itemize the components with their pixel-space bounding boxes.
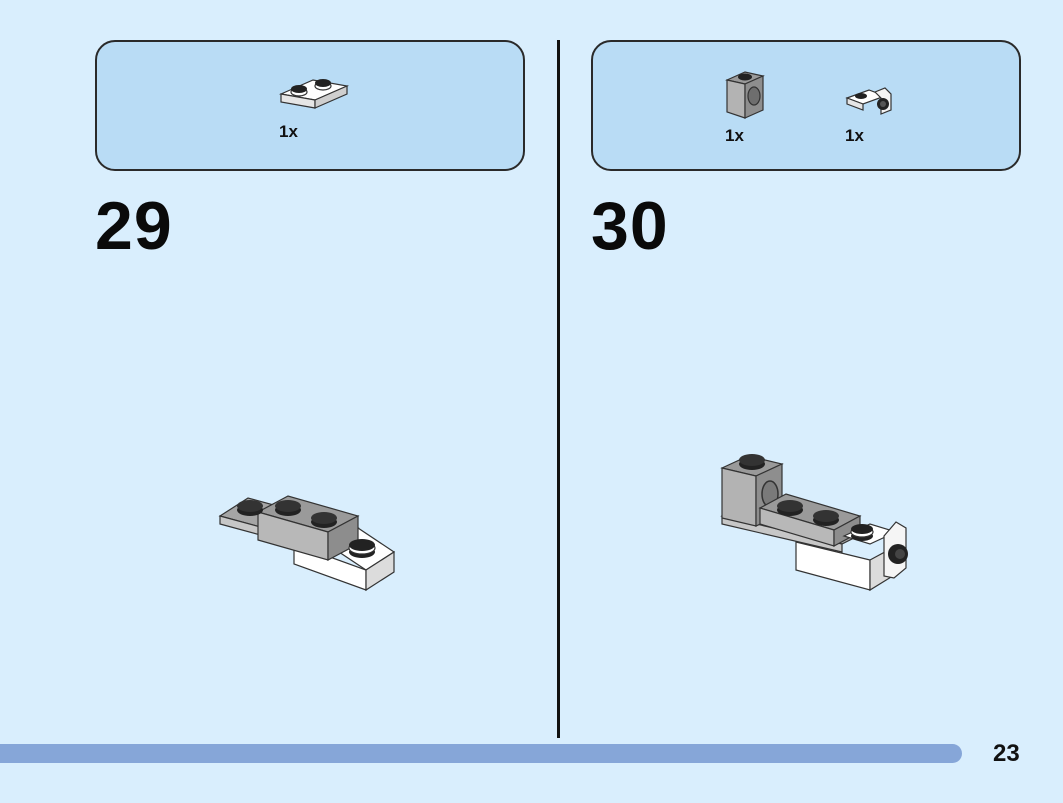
page-number: 23 <box>993 740 1020 767</box>
white-1x2-plate-icon <box>278 79 350 109</box>
build-model-step-30 <box>720 454 908 592</box>
part-quantity: 1x <box>725 126 744 145</box>
step-number: 30 <box>591 188 669 264</box>
step-number: 29 <box>95 188 173 264</box>
parts-callout-step-29: 1x <box>95 40 525 171</box>
white-bracket-plate-icon <box>845 87 892 115</box>
parts-callout-step-30: 1x 1x <box>591 40 1021 171</box>
part-quantity: 1x <box>845 126 864 145</box>
step-divider <box>557 40 560 738</box>
gray-technic-brick-icon <box>725 71 765 119</box>
progress-bar <box>0 744 962 763</box>
build-model-step-29 <box>218 495 396 592</box>
part-quantity: 1x <box>279 122 298 141</box>
